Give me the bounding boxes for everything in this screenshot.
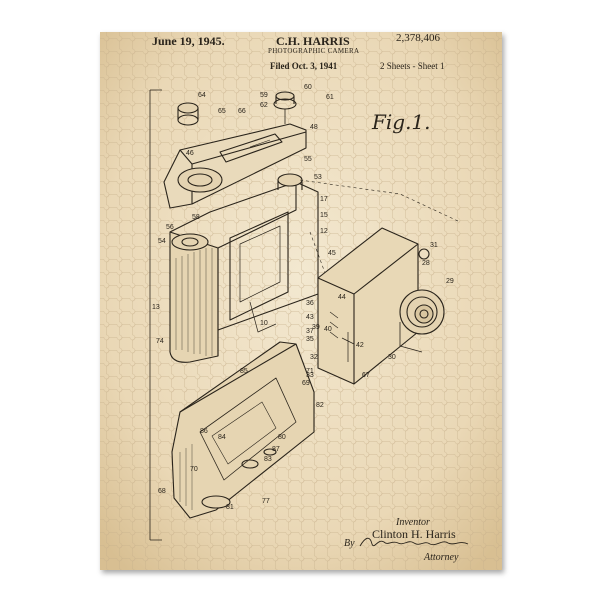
puzzle-artwork: June 19, 1945. C.H. HARRIS 2,378,406 PHO… — [100, 32, 502, 570]
ref-number: 59 — [260, 92, 268, 99]
ref-number: 64 — [198, 92, 206, 99]
ref-number: 33 — [306, 372, 314, 379]
ref-number: 82 — [316, 402, 324, 409]
ref-number: 86 — [200, 428, 208, 435]
ref-number: 83 — [264, 456, 272, 463]
ref-number: 13 — [152, 304, 160, 311]
ref-number: 84 — [218, 434, 226, 441]
ref-number: 74 — [156, 338, 164, 345]
ref-number: 39 — [312, 324, 320, 331]
inventor-label: Inventor — [396, 517, 430, 528]
ref-number: 77 — [262, 498, 270, 505]
ref-number: 17 — [320, 196, 328, 203]
ref-number: 60 — [304, 84, 312, 91]
patent-title: PHOTOGRAPHIC CAMERA — [268, 47, 360, 55]
ref-number: 28 — [422, 260, 430, 267]
ref-number: 58 — [192, 214, 200, 221]
patent-sheets: 2 Sheets - Sheet 1 — [380, 61, 445, 71]
ref-number: 35 — [306, 336, 314, 343]
ref-number: 62 — [260, 102, 268, 109]
ref-number: 71 — [306, 368, 314, 375]
ref-number: 85 — [240, 368, 248, 375]
ref-number: 45 — [328, 250, 336, 257]
ref-number: 54 — [158, 238, 166, 245]
ref-number: 48 — [310, 124, 318, 131]
ref-number: 29 — [446, 278, 454, 285]
ref-number: 53 — [314, 174, 322, 181]
ref-number: 10 — [260, 320, 268, 327]
figure-label: Fig.1. — [372, 110, 431, 134]
ref-number: 68 — [158, 488, 166, 495]
ref-number: 55 — [304, 156, 312, 163]
ref-number: 40 — [324, 326, 332, 333]
ref-number: 69 — [302, 380, 310, 387]
ref-number: 81 — [226, 504, 234, 511]
ref-number: 61 — [326, 94, 334, 101]
camera-exploded-drawing — [149, 89, 461, 541]
ref-number: 44 — [338, 294, 346, 301]
patent-inventor-header: C.H. HARRIS — [276, 34, 350, 48]
ref-number: 87 — [272, 446, 280, 453]
patent-number: 2,378,406 — [396, 32, 440, 44]
attorney-label: Attorney — [424, 552, 459, 563]
ref-number: 31 — [430, 242, 438, 249]
inventor-name: Clinton H. Harris — [372, 527, 456, 541]
ref-number: 66 — [238, 108, 246, 115]
ref-number: 36 — [306, 300, 314, 307]
ref-number: 15 — [320, 212, 328, 219]
patent-filed: Filed Oct. 3, 1941 — [270, 61, 338, 71]
ref-number: 65 — [218, 108, 226, 115]
ref-number: 43 — [306, 314, 314, 321]
ref-number: 56 — [166, 224, 174, 231]
ref-number: 70 — [190, 466, 198, 473]
ref-number: 12 — [320, 228, 328, 235]
ref-number: 37 — [306, 328, 314, 335]
ref-number: 30 — [388, 354, 396, 361]
ref-number: 80 — [278, 434, 286, 441]
ref-number: 67 — [362, 372, 370, 379]
ref-number: 46 — [186, 150, 194, 157]
attorney-signature — [359, 537, 469, 547]
ref-number: 42 — [356, 342, 364, 349]
ref-number: 32 — [310, 354, 318, 361]
patent-date: June 19, 1945. — [152, 34, 225, 48]
by-label: By — [344, 538, 355, 549]
